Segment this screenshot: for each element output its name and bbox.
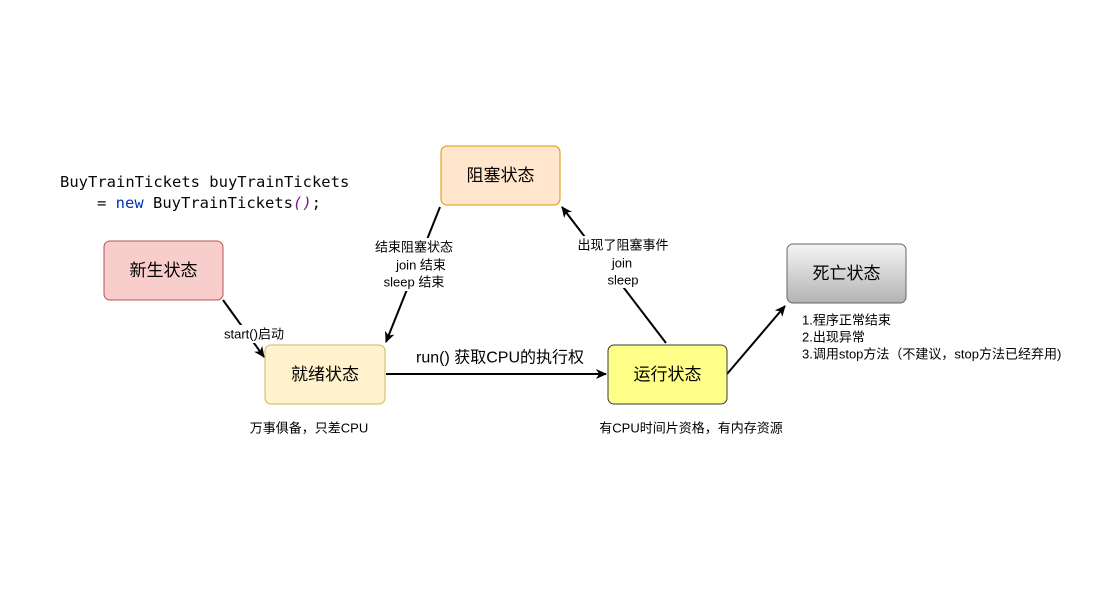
node-running-box — [607, 344, 728, 405]
edge-die-arrow — [726, 305, 786, 375]
edge-unblock-label-line-1: 结束阻塞状态 — [375, 240, 453, 255]
node-dead-label: 死亡状态 — [813, 264, 881, 283]
node-running-label: 运行状态 — [634, 365, 702, 384]
node-dead-box — [786, 243, 907, 304]
node-dead: 死亡状态 — [786, 243, 907, 304]
edge-block-label-line-1: 出现了阻塞事件 — [577, 238, 668, 253]
note-dead-line-3: 3.调用stop方法（不建议，stop方法已经弃用) — [802, 347, 1061, 362]
node-blocked: 阻塞状态 — [440, 145, 561, 206]
edge-start-label-bg — [220, 325, 288, 343]
edge-die — [726, 305, 786, 375]
edge-block-label-line-2: join — [611, 256, 632, 271]
edge-block: 出现了阻塞事件 join sleep — [561, 206, 674, 344]
node-blocked-box — [440, 145, 561, 206]
edge-unblock: 结束阻塞状态 join 结束 sleep 结束 — [370, 206, 458, 343]
code-keyword-new: new — [115, 194, 144, 212]
code-parens: () — [292, 194, 312, 212]
node-ready: 就绪状态 — [264, 344, 386, 405]
node-new-box — [103, 240, 224, 301]
node-ready-label: 就绪状态 — [291, 365, 359, 384]
code-line-1: BuyTrainTickets buyTrainTickets — [60, 173, 350, 191]
node-new: 新生状态 — [103, 240, 224, 301]
edge-unblock-label-bg — [370, 238, 458, 291]
node-new-label: 新生状态 — [130, 261, 198, 280]
code-snippet: BuyTrainTickets buyTrainTickets = new Buy… — [60, 172, 349, 214]
code-assign: = — [97, 194, 116, 212]
edge-unblock-label-line-3: sleep 结束 — [384, 275, 445, 290]
node-blocked-label: 阻塞状态 — [467, 166, 535, 185]
note-ready: 万事俱备，只差CPU — [250, 421, 368, 436]
note-running: 有CPU时间片资格，有内存资源 — [599, 421, 782, 436]
note-dead: 1.程序正常结束 2.出现异常 3.调用stop方法（不建议，stop方法已经弃… — [802, 313, 1061, 362]
edge-block-label-line-3: sleep — [607, 273, 638, 288]
code-semicolon: ; — [311, 194, 321, 212]
code-line-2: = new BuyTrainTickets(); — [60, 193, 349, 214]
edge-start: start()启动 — [220, 299, 288, 358]
edge-block-label-bg — [572, 236, 674, 288]
edge-unblock-label-line-2: join 结束 — [395, 258, 446, 273]
node-ready-box — [264, 344, 386, 405]
note-dead-line-2: 2.出现异常 — [802, 330, 865, 345]
edge-run-label: run() 获取CPU的执行权 — [416, 349, 584, 367]
code-class-name: BuyTrainTickets — [143, 194, 293, 212]
edge-run: run() 获取CPU的执行权 — [386, 349, 607, 379]
note-dead-line-1: 1.程序正常结束 — [802, 313, 891, 328]
node-running: 运行状态 — [607, 344, 728, 405]
edge-start-label: start()启动 — [224, 327, 284, 342]
